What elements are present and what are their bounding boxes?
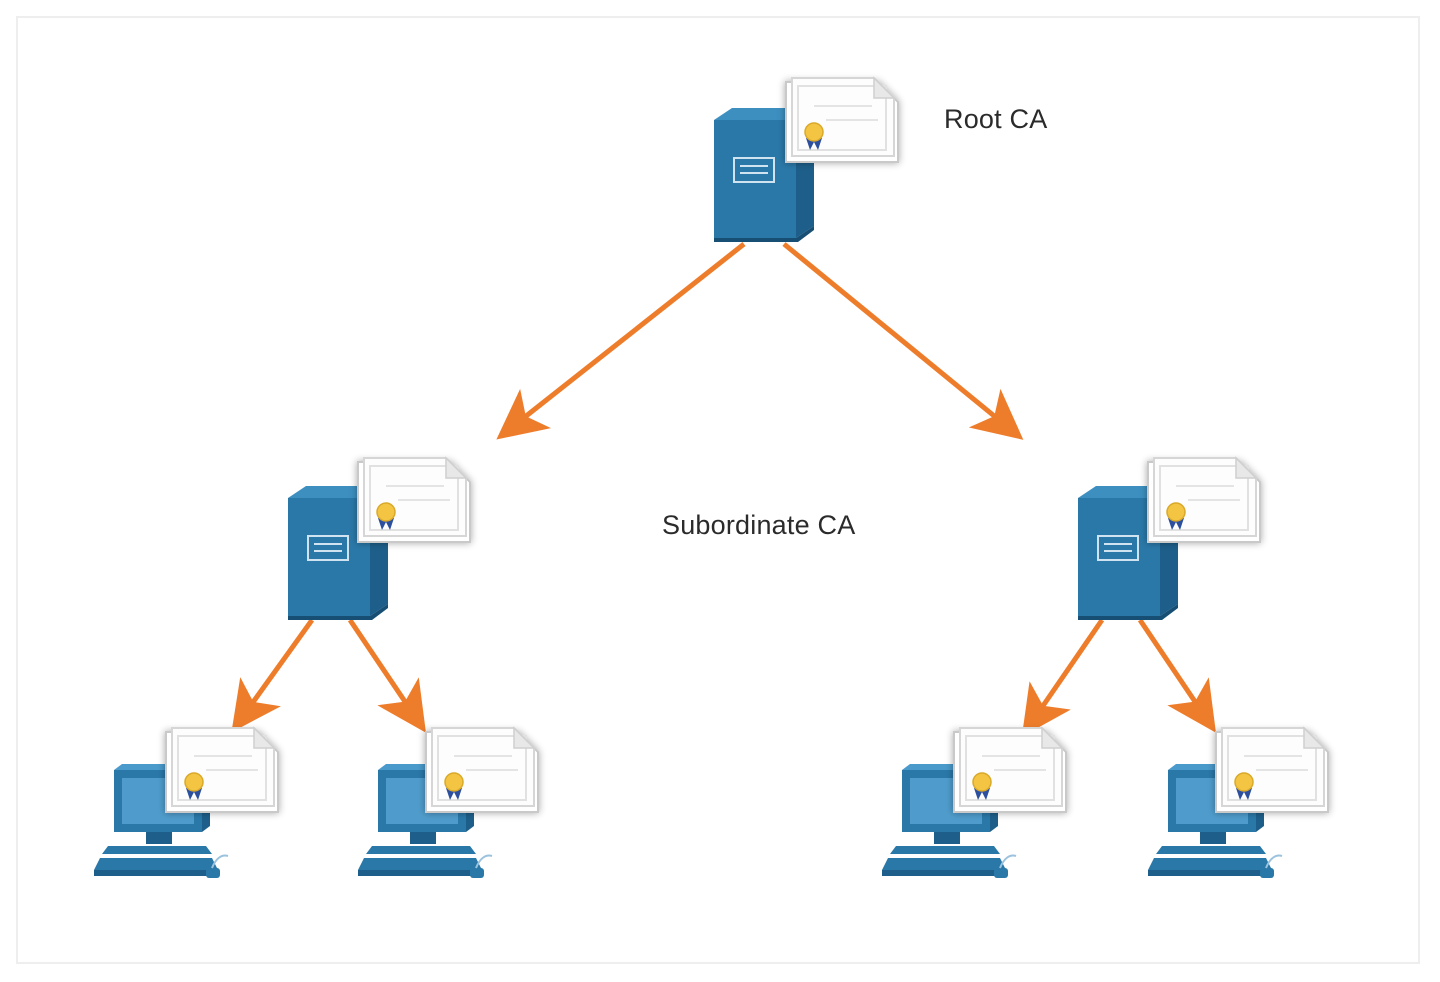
certificate-icon — [426, 728, 538, 812]
connector-arrows — [231, 242, 1216, 737]
root-ca-node — [713, 78, 898, 243]
subordinate-ca-right-node — [1077, 458, 1260, 621]
arrow-root-to-sub-left — [496, 242, 746, 440]
certificate-icon — [1216, 728, 1328, 812]
subordinate-ca-left-node — [287, 458, 470, 621]
certificate-icon — [166, 728, 278, 812]
arrow-sub-right-to-client-4 — [1137, 618, 1216, 733]
arrow-sub-left-to-client-1 — [231, 618, 315, 733]
arrow-sub-right-to-client-3 — [1021, 618, 1105, 737]
subordinate-ca-label: Subordinate CA — [662, 510, 856, 540]
arrow-root-to-sub-right — [782, 242, 1024, 440]
client-3-node — [881, 728, 1066, 879]
root-ca-label: Root CA — [944, 104, 1048, 134]
certificate-icon — [1148, 458, 1260, 542]
client-4-node — [1147, 728, 1328, 879]
certificate-icon — [358, 458, 470, 542]
certificate-icon — [786, 78, 898, 162]
certificate-icon — [954, 728, 1066, 812]
client-1-node — [93, 728, 278, 879]
arrow-sub-left-to-client-2 — [347, 618, 426, 733]
client-2-node — [357, 728, 538, 879]
